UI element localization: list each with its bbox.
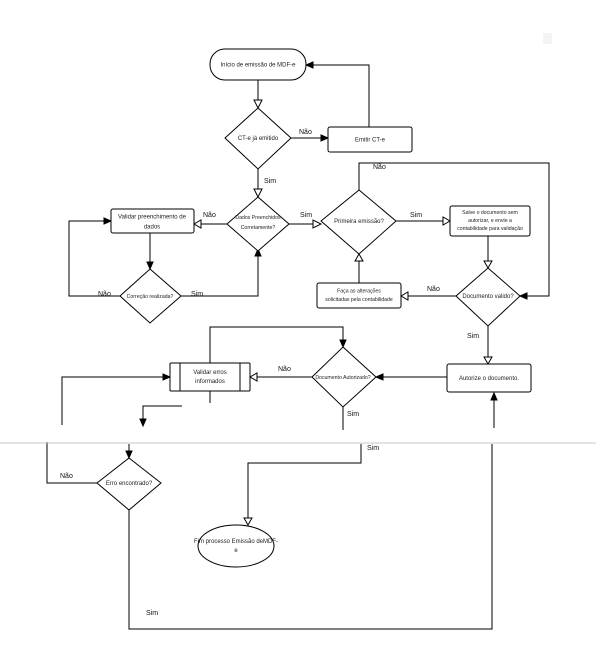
- edge-label-sim-erro: Sim: [146, 610, 158, 617]
- edge-primeira-valido: [358, 162, 550, 297]
- label-erro-encontrado: Erro encontrado?: [106, 481, 153, 487]
- label-inicio: Início de emissão de MDF-e: [220, 63, 296, 69]
- edge-label-nao-dados: Não: [203, 212, 216, 219]
- label-erros-1: Validar erros: [193, 370, 227, 376]
- arrowhead: [243, 517, 253, 527]
- node-documento-autorizado: [311, 346, 377, 408]
- node-salve-documento: [449, 205, 531, 237]
- arrowhead: [483, 356, 493, 366]
- node-validar-preenchimento: [110, 208, 195, 234]
- edge-label-nao-valido: Não: [427, 286, 440, 293]
- label-fim-1: Fim processo Emissão deMDF-: [194, 539, 278, 545]
- node-cte-emitido: [224, 107, 292, 170]
- label-faca-1: Faça as alterações: [337, 289, 381, 295]
- node-erro-encontrado: [96, 457, 162, 511]
- arrowhead: [253, 99, 263, 110]
- label-emitir-cte: Emitir CT-e: [355, 138, 386, 144]
- node-emitir-cte: [327, 126, 413, 153]
- label-correcao: Correção realizada?: [127, 294, 174, 300]
- corner-artifact: [543, 33, 552, 44]
- node-fim-processo: [197, 524, 275, 568]
- arrowhead: [399, 291, 409, 301]
- edge-erro-sim: [128, 444, 493, 630]
- arrowhead: [248, 372, 258, 382]
- label-documento-valido: Documento valido?: [462, 294, 514, 300]
- edge-left-erros: [61, 376, 163, 425]
- label-validar-1: Validar preenchimento de: [118, 215, 187, 221]
- label-dados-2: Corretamente?: [241, 225, 276, 231]
- arrowhead: [518, 292, 528, 300]
- label-validar-2: dados: [144, 225, 160, 231]
- arrowhead: [354, 252, 364, 262]
- arrowhead: [146, 261, 154, 271]
- arrowhead: [253, 188, 263, 199]
- node-faca-alteracoes: [316, 282, 402, 309]
- arrowhead: [103, 217, 113, 225]
- edge-label-nao-erro: Não: [60, 473, 73, 480]
- node-correcao-realizada: [119, 268, 182, 324]
- label-faca-2: solicitadas pela contabilidade: [325, 297, 393, 303]
- label-salve-1: Salve o documento sem: [462, 210, 518, 216]
- edge-emitir-inicio: [313, 64, 370, 127]
- edge-erros-stub: [142, 405, 182, 419]
- edge-label-nao-cte: Não: [299, 129, 312, 136]
- arrowhead: [339, 339, 347, 349]
- node-dados-preenchidos: [226, 196, 290, 252]
- edge-label-nao-correcao: Não: [98, 291, 111, 298]
- label-documento-autorizado: Documento Autorizado?: [315, 375, 370, 381]
- edge-label-sim-primeira: Sim: [410, 212, 422, 219]
- arrowhead: [312, 219, 323, 229]
- arrowhead: [320, 134, 330, 142]
- node-documento-valido: [455, 267, 521, 327]
- label-primeira: Primeira emissão?: [334, 219, 384, 225]
- arrowhead: [483, 260, 493, 270]
- arrowhead: [254, 247, 262, 257]
- edge-label-sim-correcao: Sim: [191, 291, 203, 298]
- arrowhead: [490, 391, 498, 401]
- edge-label-nao-autorizado: Não: [278, 366, 291, 373]
- arrowhead: [162, 373, 172, 381]
- label-salve-3: contabilidade para validação: [457, 226, 523, 232]
- node-autorize-documento: [446, 363, 532, 393]
- arrowhead: [125, 450, 133, 460]
- arrowhead: [304, 61, 314, 69]
- label-cte-emitido: CT-e já emitido: [238, 136, 279, 142]
- edge-label-nao-primeira: Não: [373, 164, 386, 171]
- label-autorize: Autorize o documento.: [459, 376, 519, 382]
- arrowhead: [192, 219, 202, 229]
- arrowhead: [442, 216, 452, 226]
- node-primeira-emissao: [320, 189, 397, 255]
- label-fim-2: e: [234, 548, 238, 554]
- edge-label-sim-lower: Sim: [367, 445, 379, 452]
- node-validar-erros: [169, 362, 251, 392]
- edge-label-sim-cte: Sim: [264, 178, 276, 185]
- label-erros-2: informados: [195, 379, 225, 385]
- edge-correcao-dados: [181, 256, 259, 297]
- edge-label-sim-valido: Sim: [467, 333, 479, 340]
- edge-label-sim-autorizado: Sim: [347, 411, 359, 418]
- label-salve-2: autorizar, e envie a: [468, 218, 512, 224]
- edge-label-sim-dados: Sim: [300, 212, 312, 219]
- edge-sim-fim: [247, 444, 362, 518]
- edge-correcao-validar: [68, 220, 120, 297]
- edge-erro-nao: [46, 442, 97, 484]
- arrowhead: [139, 418, 147, 428]
- label-dados-1: Dados Preenchidos: [235, 215, 281, 221]
- node-inicio: [209, 48, 307, 81]
- arrowhead: [374, 373, 384, 381]
